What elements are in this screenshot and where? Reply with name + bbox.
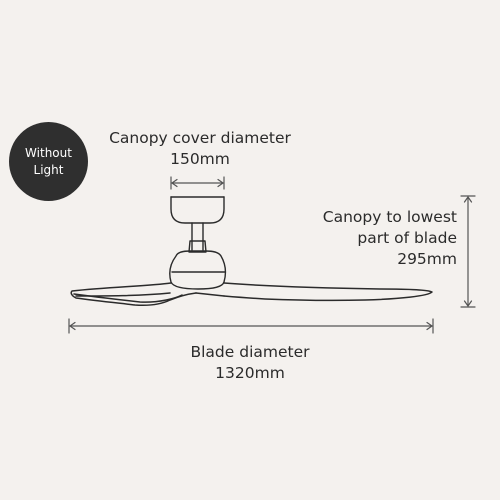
canopy-width-dimension bbox=[170, 176, 225, 190]
blade-diameter-arrow-left bbox=[69, 321, 76, 331]
badge-line-1: Without bbox=[25, 145, 72, 160]
blade-diameter-dimension bbox=[68, 318, 434, 334]
fan-blades bbox=[70, 282, 433, 306]
badge-line-2: Light bbox=[33, 162, 64, 177]
blade-hub-line bbox=[195, 292, 225, 297]
downrod-collar bbox=[188, 240, 207, 253]
canopy-to-blade-value: 295mm bbox=[397, 250, 457, 268]
blade-right bbox=[223, 282, 433, 302]
canopy-body bbox=[170, 196, 225, 224]
blade-diameter-title: Blade diameter bbox=[190, 343, 310, 361]
blade-diameter-value: 1320mm bbox=[215, 364, 285, 382]
height-arrow-bottom bbox=[463, 300, 473, 307]
blade-diameter-arrow-right bbox=[426, 321, 433, 331]
without-light-badge: Without Light bbox=[9, 122, 88, 201]
canopy-cover-label: Canopy cover diameter 150mm bbox=[80, 128, 320, 170]
downrod bbox=[188, 222, 207, 253]
canopy bbox=[170, 196, 225, 224]
canopy-width-arrow-right bbox=[217, 178, 224, 188]
canopy-to-blade-line-1: Canopy to lowest bbox=[322, 208, 457, 226]
canopy-cover-title: Canopy cover diameter bbox=[109, 129, 291, 147]
canopy-cover-value: 150mm bbox=[170, 150, 230, 168]
height-arrow-top bbox=[463, 196, 473, 203]
motor-housing bbox=[169, 250, 227, 290]
height-dimension bbox=[460, 195, 476, 308]
blade-diameter-label: Blade diameter 1320mm bbox=[150, 342, 350, 384]
motor-body bbox=[169, 250, 227, 290]
canopy-width-arrow-left bbox=[171, 178, 178, 188]
blade-left-lower bbox=[73, 293, 183, 303]
canopy-to-blade-label: Canopy to lowest part of blade 295mm bbox=[270, 207, 457, 270]
canopy-to-blade-line-2: part of blade bbox=[357, 229, 457, 247]
